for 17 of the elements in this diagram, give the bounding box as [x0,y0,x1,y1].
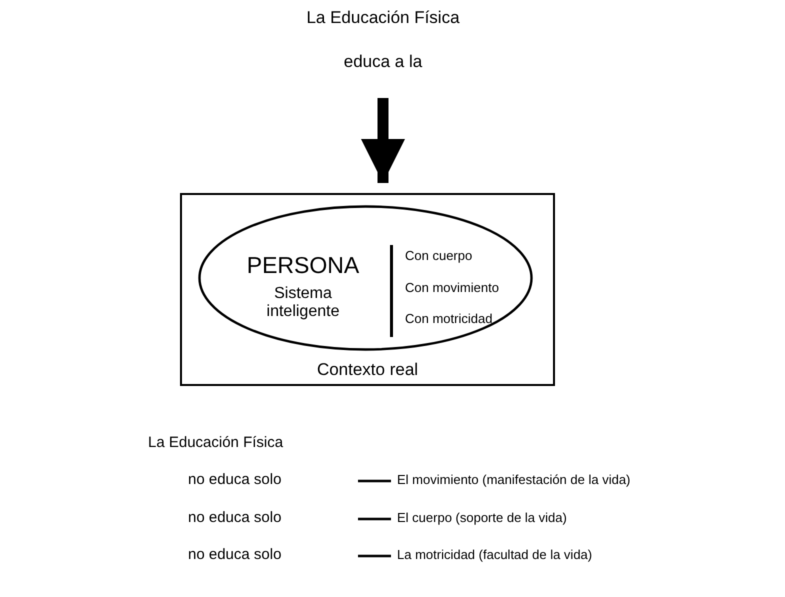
context-label: Contexto real [316,360,420,380]
trait-label: Con motricidad [405,312,494,327]
item-text: La motricidad (facultad de la vida) [397,548,592,563]
context-box [180,193,555,386]
item-text: El movimiento (manifestación de la vida) [397,473,630,488]
item-text: El cuerpo (soporte de la vida) [397,511,567,526]
statement-text: no educa solo [188,471,282,488]
heading-text: La Educación Física [305,8,461,28]
subheading-text: educa a la [342,52,424,72]
statement-text: no educa solo [188,509,282,526]
arrow [361,98,405,183]
trait-label: Con movimiento [405,281,500,296]
system-label: Sistema inteligente [266,285,340,322]
person-title: PERSONA [246,252,360,278]
footer-heading: La Educación Física [148,434,284,452]
trait-label: Con cuerpo [405,249,474,264]
statement-text: no educa solo [188,546,282,564]
